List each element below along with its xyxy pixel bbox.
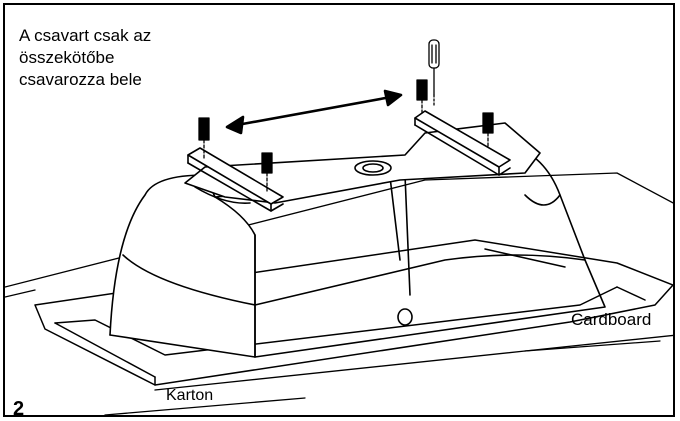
screw-icon (261, 152, 273, 192)
karton-label: Karton (166, 387, 214, 404)
instruction-line-3: csavarozza bele (19, 70, 142, 89)
left-bracket (187, 147, 284, 212)
diagram-frame: A csavart csak az összekötőbe csavarozza… (3, 3, 675, 417)
screw-icon (198, 117, 210, 161)
cardboard-label: Cardboard (571, 310, 652, 329)
tub-top-deck (184, 122, 541, 326)
screwdriver-icon (428, 39, 440, 106)
screw-icon (482, 112, 494, 149)
instruction-line-1: A csavart csak az (19, 26, 152, 45)
tub-body (109, 134, 606, 358)
instruction-line-2: összekötőbe (19, 48, 115, 67)
screw-icon (416, 79, 428, 116)
instruction-text: A csavart csak az összekötőbe csavarozza… (19, 25, 229, 91)
bathtub-illustration (5, 39, 673, 415)
double-arrow-icon (225, 89, 403, 135)
step-number: 2 (13, 398, 25, 417)
tub-base-rim (34, 239, 673, 386)
